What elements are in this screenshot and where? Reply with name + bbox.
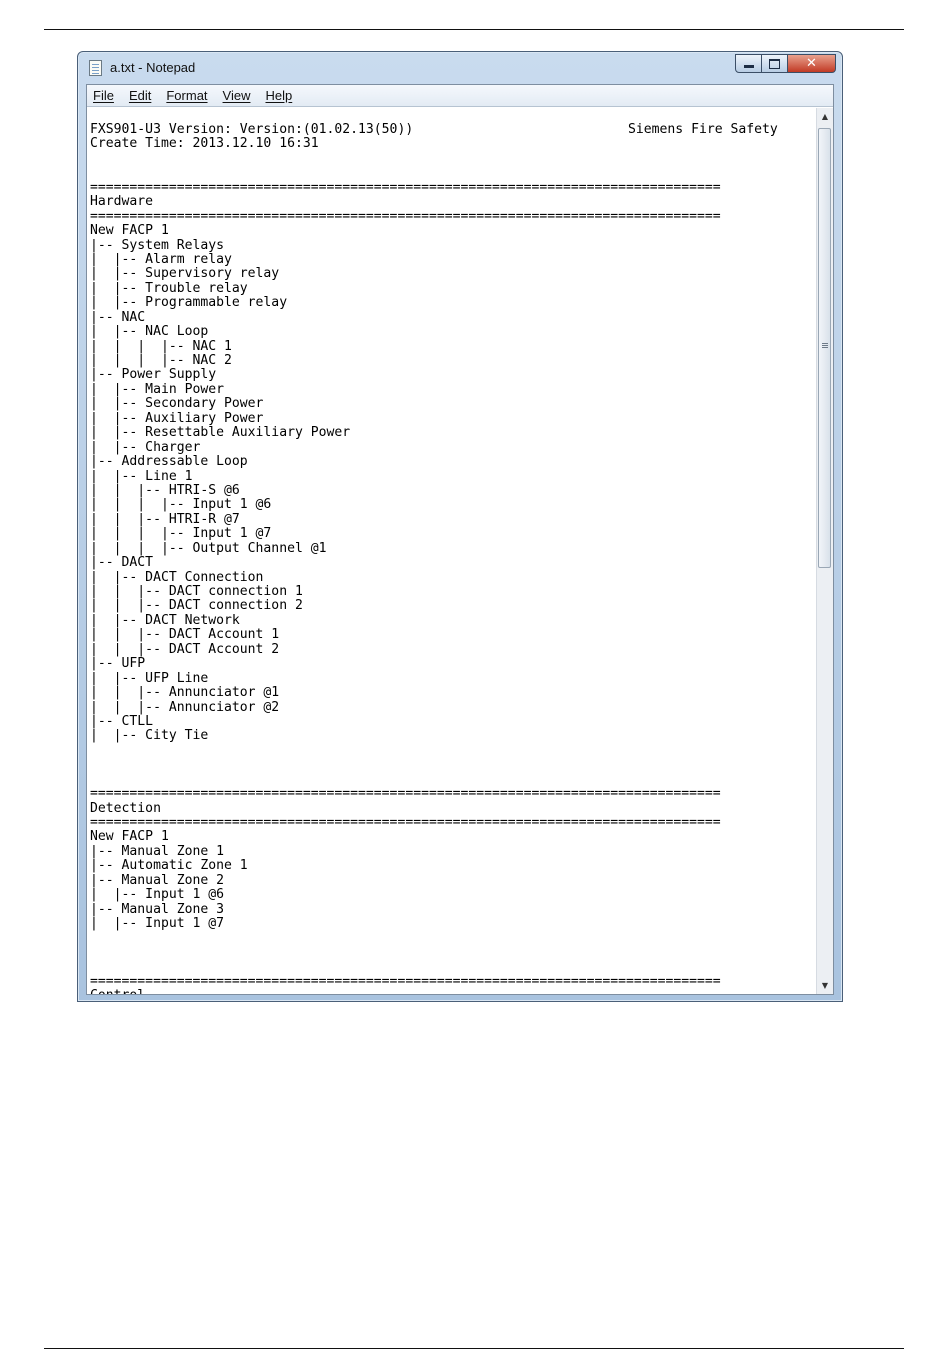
- text-line: Create Time: 2013.12.10 16:31: [90, 136, 319, 152]
- text-line: |-- Power Supply: [90, 367, 217, 383]
- text-line: | | |-- DACT Account 2: [90, 641, 280, 657]
- notepad-app-icon: [89, 60, 102, 76]
- maximize-icon: [769, 58, 780, 69]
- page-top-rule: [44, 29, 904, 30]
- text-line: | |-- NAC Loop: [90, 324, 209, 340]
- text-line: | | |-- DACT connection 2: [90, 598, 303, 614]
- text-line: ========================================…: [90, 208, 721, 224]
- text-line: | |-- Supervisory relay: [90, 266, 280, 282]
- menu-bar: File Edit Format View Help: [87, 85, 833, 107]
- text-line: |-- Automatic Zone 1: [90, 858, 248, 874]
- text-line: ========================================…: [90, 179, 721, 195]
- text-line: | |-- Auxiliary Power: [90, 410, 264, 426]
- text-line: | |-- DACT Network: [90, 612, 240, 628]
- text-line: | |-- Resettable Auxiliary Power: [90, 425, 351, 441]
- page-bottom-rule: [44, 1348, 904, 1349]
- text-line: Hardware: [90, 194, 154, 210]
- text-line: [90, 166, 721, 180]
- scroll-down-icon[interactable]: ▼: [821, 981, 829, 990]
- text-line: ========================================…: [90, 786, 721, 802]
- text-line: |-- Addressable Loop: [90, 454, 248, 470]
- window-title: a.txt - Notepad: [110, 60, 196, 75]
- text-line: | |-- Line 1: [90, 468, 193, 484]
- text-line: | |-- Trouble relay: [90, 280, 248, 296]
- text-line: [90, 960, 721, 974]
- client-area: File Edit Format View Help FXS901-U3 Ver…: [86, 84, 834, 995]
- text-line: | |-- DACT Connection: [90, 569, 264, 585]
- scroll-up-icon[interactable]: ▲: [821, 112, 829, 121]
- text-line: [90, 744, 721, 758]
- text-line: |-- Manual Zone 3: [90, 901, 225, 917]
- maximize-button[interactable]: [762, 54, 788, 73]
- text-line: |-- CTLL: [90, 713, 154, 729]
- text-line: | |-- Input 1 @6: [90, 887, 225, 903]
- text-line: [90, 152, 721, 166]
- text-line: ========================================…: [90, 973, 721, 989]
- title-bar[interactable]: a.txt - Notepad ✕: [78, 52, 842, 84]
- text-line: | |-- City Tie: [90, 728, 209, 744]
- text-line: | |-- Main Power: [90, 381, 225, 397]
- close-icon: ✕: [806, 56, 817, 71]
- text-line: Control: [90, 988, 721, 994]
- grip-icon: [822, 343, 828, 344]
- menu-edit[interactable]: Edit: [128, 88, 152, 103]
- text-line: Detection: [90, 800, 161, 816]
- text-line: |-- NAC: [90, 309, 146, 325]
- text-line: [90, 946, 721, 960]
- text-line: | | |-- Annunciator @2: [90, 699, 280, 715]
- minimize-icon: [743, 65, 754, 68]
- text-line: New FACP 1: [90, 829, 169, 845]
- text-line: | | | |-- Input 1 @6: [90, 497, 272, 513]
- text-line: | |-- UFP Line: [90, 670, 209, 686]
- text-content: FXS901-U3 Version: Version:(01.02.13(50)…: [90, 122, 721, 994]
- text-line: FXS901-U3 Version: Version:(01.02.13(50)…: [90, 122, 414, 137]
- text-line: |-- System Relays: [90, 237, 225, 253]
- minimize-button[interactable]: [735, 54, 762, 73]
- text-line: |-- Manual Zone 2: [90, 872, 225, 888]
- text-line: | | |-- HTRI-S @6: [90, 482, 240, 498]
- text-line: [90, 758, 721, 772]
- text-line: | |-- Input 1 @7: [90, 916, 225, 932]
- window-controls: ✕: [735, 54, 836, 74]
- scroll-thumb[interactable]: [818, 128, 831, 568]
- text-line: |-- Manual Zone 1: [90, 843, 225, 859]
- vertical-scrollbar[interactable]: ▲ ▼: [816, 108, 833, 994]
- text-line: | | | |-- Input 1 @7: [90, 526, 272, 542]
- text-line: | | | |-- Output Channel @1: [90, 540, 327, 556]
- text-line: | | |-- Annunciator @1: [90, 685, 280, 701]
- text-line: | | |-- DACT connection 1: [90, 584, 303, 599]
- header-company: Siemens Fire Safety: [628, 122, 778, 137]
- text-line: | | | |-- NAC 1: [90, 338, 232, 354]
- text-line: |-- DACT: [90, 555, 154, 571]
- text-line: | |-- Secondary Power: [90, 396, 264, 412]
- menu-help[interactable]: Help: [265, 88, 293, 103]
- menu-format[interactable]: Format: [166, 88, 208, 103]
- text-line: | | |-- DACT Account 1: [90, 627, 280, 643]
- menu-view[interactable]: View: [222, 88, 251, 103]
- text-line: |-- UFP: [90, 656, 146, 672]
- text-line: [90, 932, 721, 946]
- text-editor[interactable]: FXS901-U3 Version: Version:(01.02.13(50)…: [87, 108, 817, 994]
- text-line: | |-- Alarm relay: [90, 251, 232, 267]
- text-line: | |-- Programmable relay: [90, 295, 288, 311]
- text-line: | | | |-- NAC 2: [90, 353, 232, 368]
- text-line: New FACP 1: [90, 223, 169, 239]
- text-line: | | |-- HTRI-R @7: [90, 511, 240, 527]
- text-line: ========================================…: [90, 815, 721, 830]
- text-line: [90, 773, 721, 787]
- text-line: | |-- Charger: [90, 439, 201, 455]
- close-button[interactable]: ✕: [788, 54, 836, 73]
- menu-file[interactable]: File: [93, 88, 114, 103]
- notepad-window: a.txt - Notepad ✕ File Edit Format View …: [77, 51, 843, 1002]
